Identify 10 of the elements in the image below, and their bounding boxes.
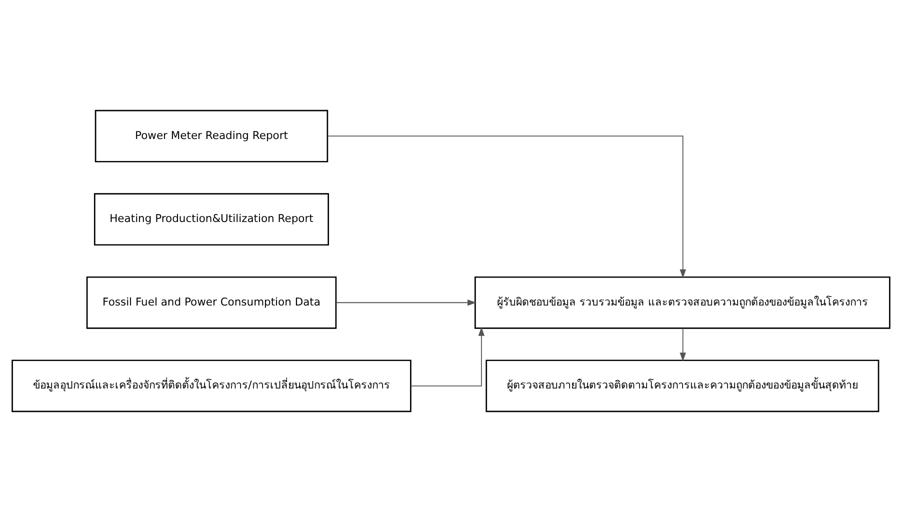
- node-box: ผู้ตรวจสอบภายในตรวจติดตามโครงการและความถูกต้องของข้อมูลขั้นสุดท้าย: [486, 359, 880, 412]
- arrow: [327, 135, 686, 278]
- arrow: [336, 299, 476, 306]
- arrow: [680, 327, 686, 362]
- node-box: ผู้รับผิดชอบข้อมูล รวบรวมข้อมูล และตรวจสอบความถูกต้องของข้อมูลในโครงการ: [474, 276, 890, 328]
- node-box: ข้อมูลอุปกรณ์และเครื่องจักรที่ติดตั้งในโครงการ/การเปลี่ยนอุปกรณ์ในโครงการ: [12, 359, 412, 412]
- node-box: Power Meter Reading Report: [94, 109, 328, 162]
- node-box: Heating Production&Utilization Report: [94, 192, 329, 246]
- arrow: [410, 326, 485, 386]
- node-box: Fossil Fuel and Power Consumption Data: [86, 276, 337, 328]
